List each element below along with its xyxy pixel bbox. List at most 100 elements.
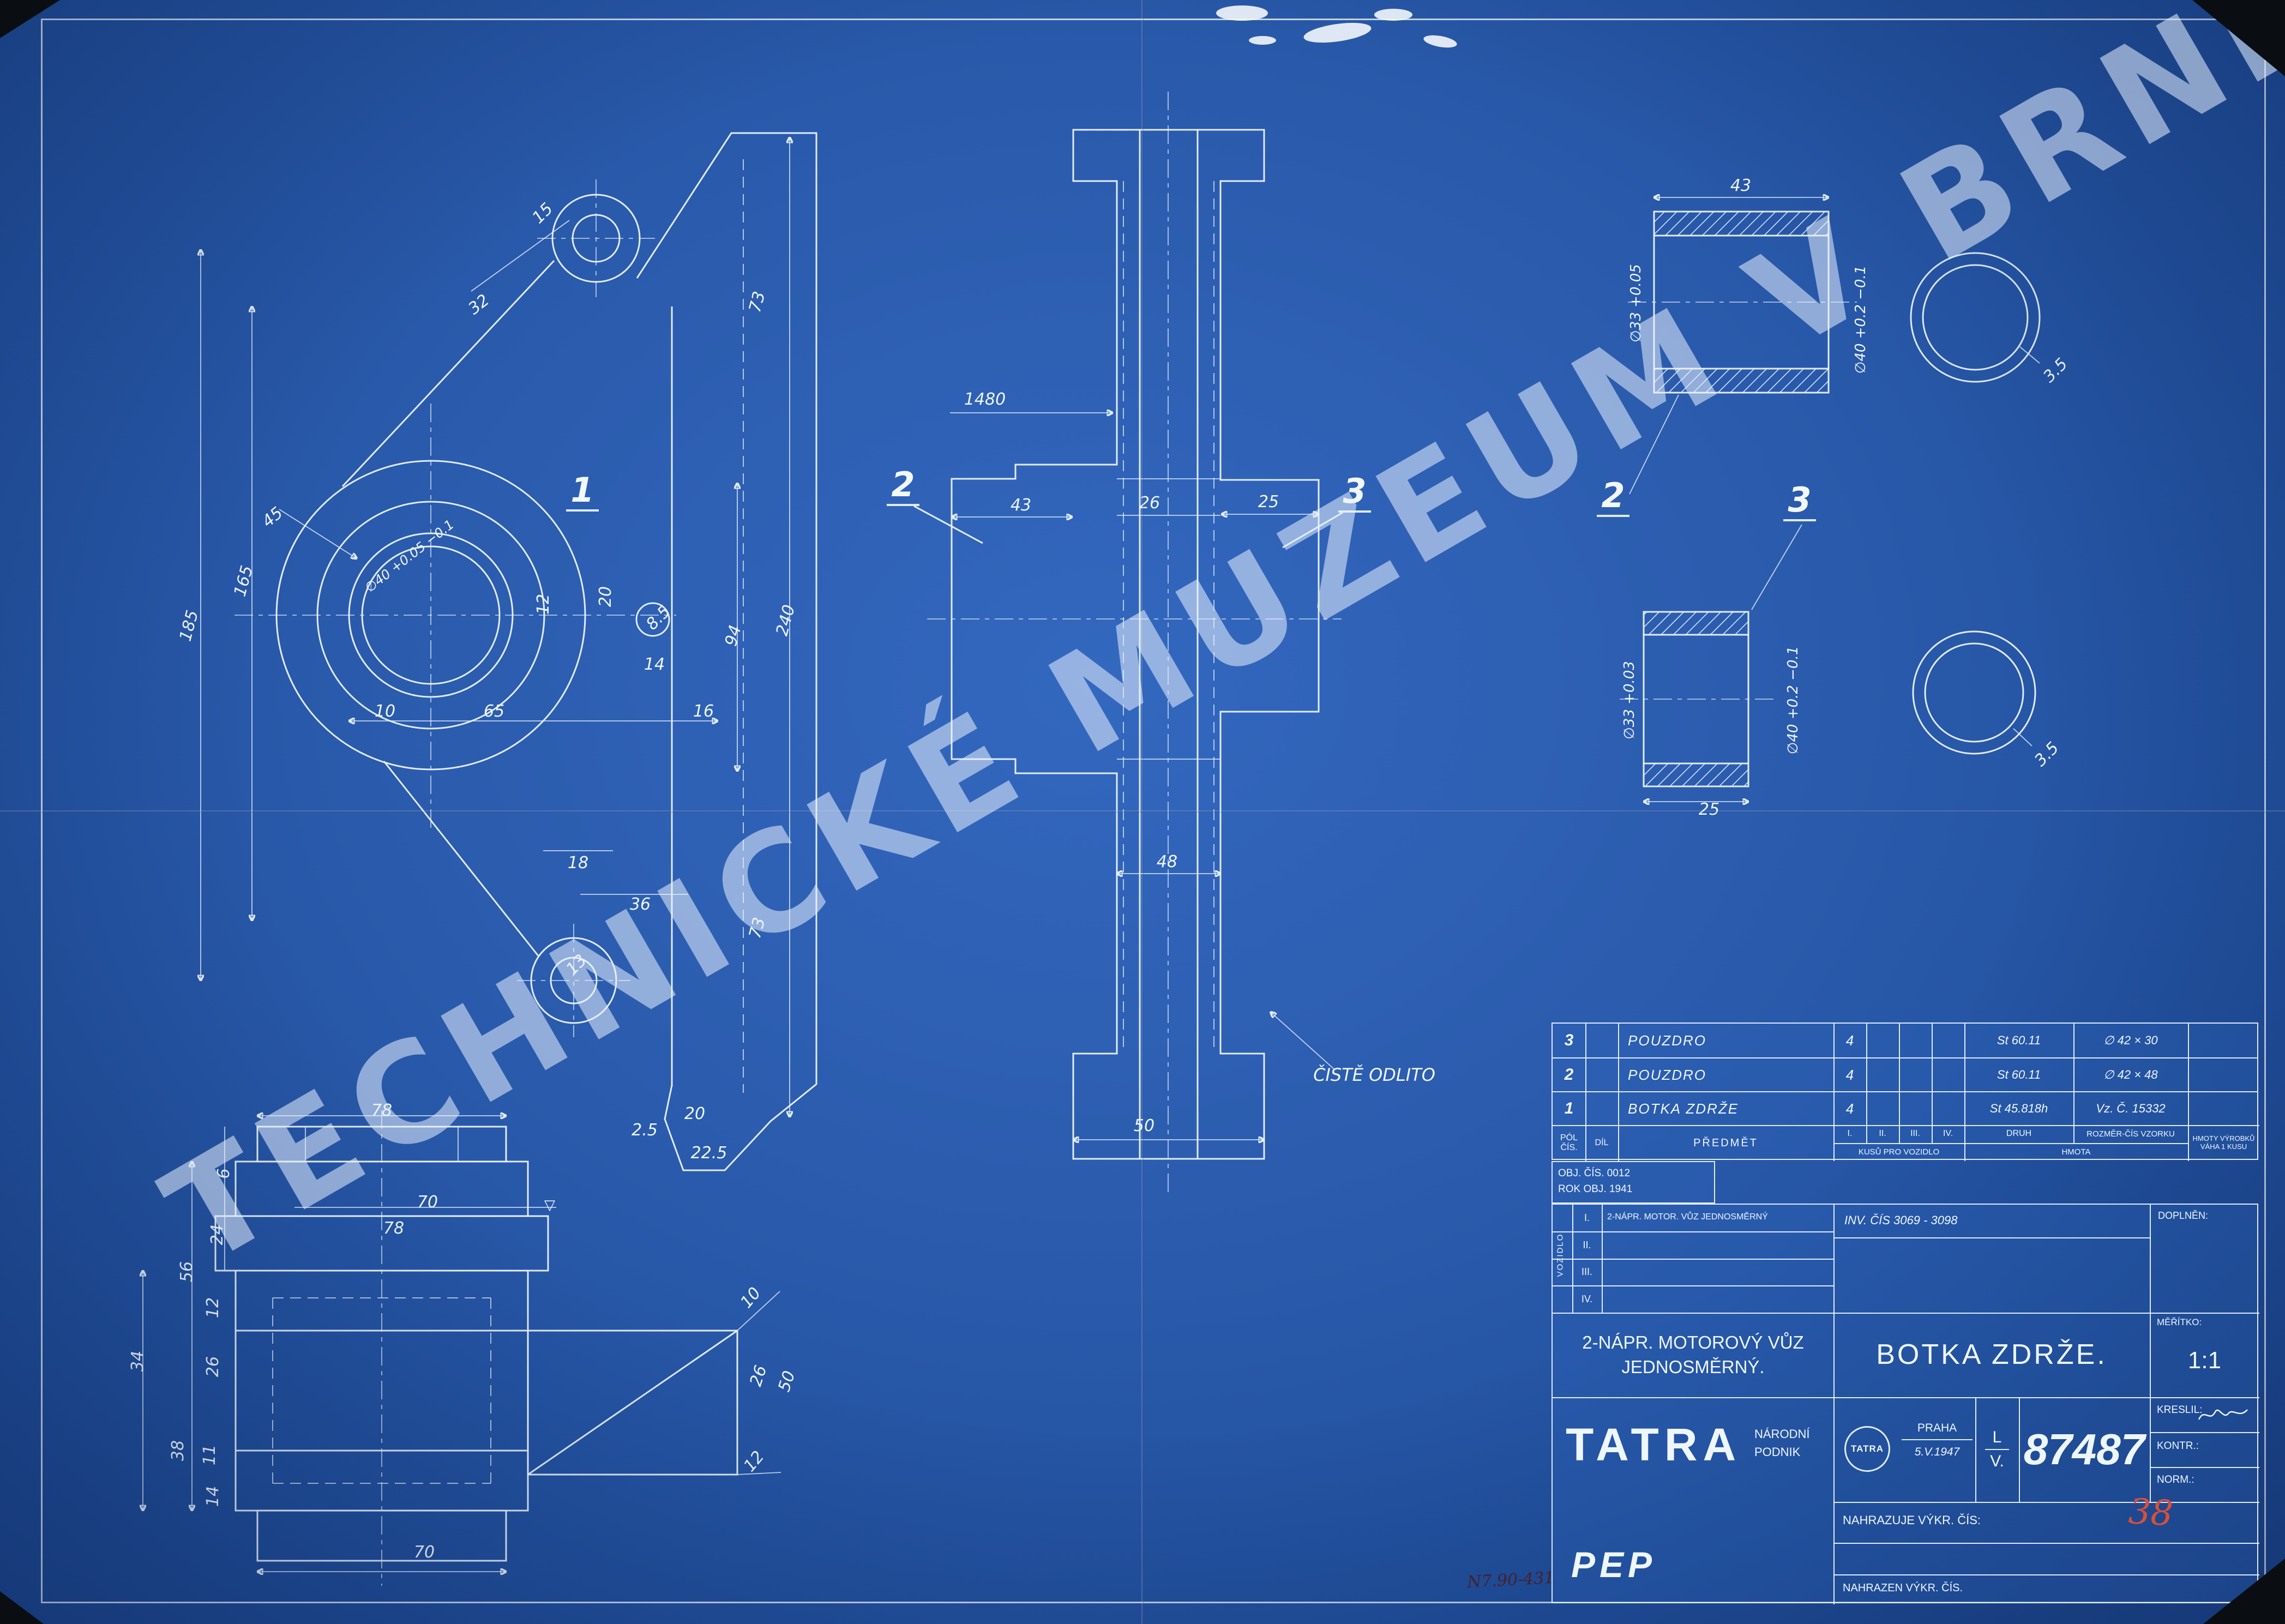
norm-label: NORM.: [2157,1474,2194,1485]
table-line [1833,1205,1835,1604]
dimension-label: 25 [1258,492,1279,512]
vozidlo-row-ii: II. [1583,1239,1591,1250]
dimension-label: 12 [203,1297,223,1318]
company-np-line1: NÁRODNÍ [1754,1427,1810,1441]
scale-value: 1:1 [2187,1347,2222,1374]
dimension-label: 240 [773,603,799,637]
dimension-label: 73 [745,290,769,315]
vozidlo-row-i: I. [1584,1212,1590,1224]
header-hmoty: HMOTY VÝROBKŮ VÁHA 1 KUSU [2188,1125,2259,1161]
header-kusu: KUSŮ PRO VOZIDLO [1858,1147,1940,1157]
table-line [1932,1024,1933,1143]
table-line [1553,1231,1833,1232]
dimension-label: ∅40 +0.05 −0.1 [362,517,457,596]
vozidlo-row-iv: IV. [1581,1293,1593,1304]
order-number: OBJ. ČÍS. 0012 [1558,1168,1631,1179]
dimension-label: 14 [203,1486,223,1507]
part-title: BOTKA ZDRŽE. [1876,1338,2107,1370]
dimension-label: 185 [176,608,203,643]
part-size: ∅ 42 × 30 [2103,1033,2158,1047]
header-text: ČÍS. [1560,1143,1578,1152]
table-line [2073,1024,2074,1143]
table-line [1833,1024,1835,1161]
dimension-label: 48 [1157,852,1177,871]
table-line [1833,1237,2150,1238]
signature-scribble [2198,1409,2248,1420]
part-name: BOTKA ZDRŽE [1628,1100,1739,1117]
dimension-label: 38 [169,1440,188,1461]
header-iv: IV. [1943,1129,1953,1139]
part-qty: 4 [1845,1100,1854,1117]
tatra-logo: TATRA [1844,1426,1890,1472]
vehicle-title-line1: 2-NÁPR. MOTOROVÝ VŮZ [1582,1332,1804,1352]
vozidlo-label: VOZIDLO [1555,1233,1565,1277]
table-line [1833,1502,2259,1503]
dimension-label: 70 [414,1543,435,1562]
series-bottom: V. [1990,1452,2004,1470]
table-line [1833,1574,2259,1575]
paper-damage-spot [1374,9,1412,21]
table-line [1833,1543,2259,1544]
dimension-label: 15 [528,199,557,227]
table-line [1866,1024,1867,1143]
vehicle-title-line2: JEDNOSMĚRNÝ. [1621,1356,1765,1377]
table-line [2019,1397,2020,1502]
view-label: 3 [1788,480,1811,520]
kreslil-label: KRESLIL: [2157,1404,2203,1416]
part-qty: 4 [1845,1066,1854,1083]
dimension-label: 25 [1699,800,1719,819]
dimension-label: 22.5 [691,1144,727,1163]
table-line [1964,1024,1965,1161]
dimension-label: 3.5 [2040,354,2071,386]
tatra-logo-text: TATRA [1850,1443,1884,1454]
table-line [1618,1024,1619,1161]
dimension-label: 36 [630,895,651,914]
dimension-label: 16 [693,702,714,721]
vehicle-title: 2-NÁPR. MOTOROVÝ VŮZ JEDNOSMĚRNÝ. [1553,1313,1833,1397]
dimension-label: 50 [1134,1116,1154,1135]
header-predmet: PŘEDMĚT [1693,1136,1758,1149]
table-line [2150,1432,2259,1433]
dimension-label: 10 [375,702,395,721]
dimension-label: 6 [214,1168,233,1178]
table-line [1553,1259,1833,1260]
header-text: VÁHA 1 KUSU [2200,1142,2247,1151]
dimension-label: 3.5 [2031,738,2062,770]
dimension-label: 43 [1011,496,1031,515]
company-place: PRAHA [1902,1422,1973,1440]
view-2-section-sheave [913,92,1343,1195]
header-i: I. [1847,1129,1853,1139]
dimension-label: 11 [200,1445,219,1465]
header-druh: DRUH [2006,1129,2032,1139]
part-material: St 60.11 [1997,1033,2041,1047]
company-place-date: PRAHA 5.V.1947 [1902,1422,1973,1459]
dimension-label: 8.5 [642,602,674,634]
table-line [1833,1143,2188,1144]
dimension-label: 50 [774,1368,799,1394]
dimension-label: 2.5 [632,1121,658,1140]
dimension-label: ∅40 +0.2 −0.1 [1853,266,1869,374]
dimension-label: 13 [562,951,591,979]
sheet-border-frame [41,19,2266,1603]
drawing-number: 87487 [2023,1425,2145,1473]
header-hmota: HMOTA [2061,1147,2091,1157]
table-row: 2 POUZDRO 4 St 60.11 ∅ 42 × 48 [1553,1057,2257,1091]
red-handwritten-number: 38 [2127,1491,2174,1535]
nahrazen-label: NAHRAZEN VÝKR. ČÍS. [1843,1582,1963,1594]
inventory-number: INV. ČÍS 3069 - 3098 [1844,1213,1958,1227]
order-year: ROK OBJ. 1941 [1558,1183,1633,1195]
view-label: 3 [1343,471,1366,511]
part-size: ∅ 42 × 48 [2103,1068,2158,1081]
dimension-label: 14 [644,655,665,674]
dimension-label: ∅33 +0.03 [1621,661,1638,739]
scale-label: MĚŘÍTKO: [2157,1317,2202,1327]
part-name: POUZDRO [1628,1066,1706,1083]
nahrazuje-label: NAHRAZUJE VÝKR. ČÍS: [1843,1513,1981,1527]
dimension-label: 94 [721,623,745,648]
kontr-label: KONTR.: [2157,1440,2199,1452]
table-line [1553,1285,1833,1286]
doplnen-label: DOPLNĚN: [2158,1210,2209,1221]
dimension-label: 12 [740,1447,768,1476]
dimension-label: 43 [1730,176,1751,195]
